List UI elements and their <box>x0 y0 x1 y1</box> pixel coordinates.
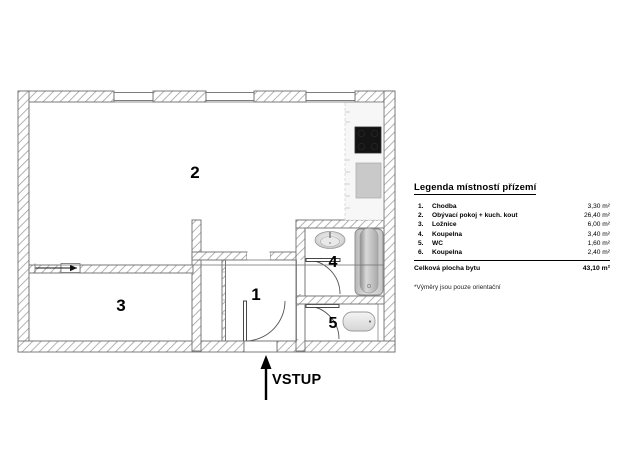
legend-row-name: WC <box>432 239 443 247</box>
wall-bottom-right <box>276 340 396 353</box>
refrigerator-icon <box>355 162 382 199</box>
window-top-2 <box>205 92 255 101</box>
wall-bath-top <box>295 219 385 229</box>
legend-row: 1. Chodba 3,30 m² <box>414 202 610 211</box>
legend-row-number: 1. <box>418 203 424 211</box>
legend-row-number: 6. <box>418 249 424 257</box>
wall-horiz-hall-top-b <box>269 251 301 261</box>
legend-row-area: 3,40 m² <box>587 230 610 238</box>
legend-room-table: 1. Chodba 3,30 m² 2. Obývací pokoj + kuc… <box>414 202 610 257</box>
legend-row-area: 26,40 m² <box>583 212 610 220</box>
legend-total-table: Celková plocha bytu 43,10 m² <box>414 264 610 273</box>
wall-top-seg-2 <box>152 90 207 103</box>
entrance-arrow-icon <box>260 355 272 400</box>
legend-row-name: Ložnice <box>432 221 457 229</box>
wall-bath-middle <box>295 295 385 305</box>
outline-closet <box>200 259 223 342</box>
legend-row-name: Koupelna <box>432 249 463 257</box>
legend-row: 2. Obývací pokoj + kuch. kout 26,40 m² <box>414 211 610 220</box>
stove-icon <box>354 126 382 154</box>
wc-duct <box>377 303 385 342</box>
wall-top-seg-3 <box>253 90 307 103</box>
wall-top-seg-1 <box>17 90 115 103</box>
wall-bottom-left <box>17 340 245 353</box>
legend-row-area: 2,40 m² <box>587 249 610 257</box>
kitchen-counter-run <box>344 101 385 221</box>
opening-bath-4 <box>296 260 305 294</box>
door-bathroom-4 <box>305 258 341 295</box>
sink-icon <box>314 231 346 249</box>
bathroom-fixtures <box>314 227 384 296</box>
legend-row-name: Obývací pokoj + kuch. kout <box>432 212 518 220</box>
window-top-3 <box>305 92 356 101</box>
legend-row-area: 1,60 m² <box>587 239 610 247</box>
room-outlines <box>28 101 385 342</box>
window-top-1 <box>113 92 154 101</box>
legend-note: *Výměry jsou pouze orientační <box>414 284 501 292</box>
legend-row: 4. Koupelna 3,40 m² <box>414 230 610 239</box>
outline-room-3 <box>28 272 193 342</box>
entrance-label: VSTUP <box>272 372 322 388</box>
wall-right <box>383 90 396 353</box>
legend-total-area: 43,10 m² <box>582 265 610 273</box>
wall-horiz-hall-top-a <box>191 251 248 261</box>
legend-row: 3. Ložnice 6,00 m² <box>414 220 610 229</box>
outline-room-5 <box>304 303 385 342</box>
legend-row-number: 2. <box>418 212 424 220</box>
legend-row-number: 5. <box>418 239 424 247</box>
windows <box>113 92 356 101</box>
door-wc-5 <box>305 304 340 340</box>
room-number-markers: 2 3 1 4 5 <box>116 163 337 332</box>
sliding-door-bedroom <box>34 263 81 273</box>
legend-row-area: 6,00 m² <box>587 221 610 229</box>
legend-row-name: Chodba <box>432 203 457 211</box>
wc-fixtures <box>342 303 385 342</box>
outline-room-2 <box>28 101 385 266</box>
room-marker-3: 3 <box>116 296 125 315</box>
room-marker-5: 5 <box>329 315 338 332</box>
wall-left <box>17 90 30 353</box>
wall-vert-center <box>191 219 202 352</box>
legend-row-name: Koupelna <box>432 230 463 238</box>
door-openings <box>247 252 305 339</box>
entrance-opening <box>243 340 278 353</box>
wall-horiz-bedroom-b <box>79 264 194 274</box>
legend-row-area: 3,30 m² <box>587 203 610 211</box>
legend-row-number: 4. <box>418 230 424 238</box>
legend-total-label: Celková plocha bytu <box>414 265 481 273</box>
door-entrance <box>243 300 286 342</box>
room-marker-1: 1 <box>251 285 260 304</box>
room-marker-4: 4 <box>329 254 338 271</box>
wall-horiz-bedroom-a <box>28 264 62 274</box>
legend-divider <box>414 260 610 262</box>
opening-bath-5 <box>296 306 305 339</box>
toilet-icon <box>342 311 376 332</box>
outline-room-4 <box>304 227 385 297</box>
legend-row: 6. Koupelna 2,40 m² <box>414 248 610 257</box>
room-marker-2: 2 <box>190 163 199 182</box>
bathtub-icon <box>354 227 384 296</box>
legend-title: Legenda místností přízemí <box>414 182 537 195</box>
legend-row-number: 3. <box>418 221 424 229</box>
legend-total-row: Celková plocha bytu 43,10 m² <box>414 264 610 273</box>
kitchen-unit <box>344 101 385 221</box>
legend-panel: Legenda místností přízemí 1. Chodba 3,30… <box>414 177 610 291</box>
outline-room-1 <box>225 259 297 342</box>
opening-hall-top <box>247 252 270 260</box>
legend-row: 5. WC 1,60 m² <box>414 239 610 248</box>
